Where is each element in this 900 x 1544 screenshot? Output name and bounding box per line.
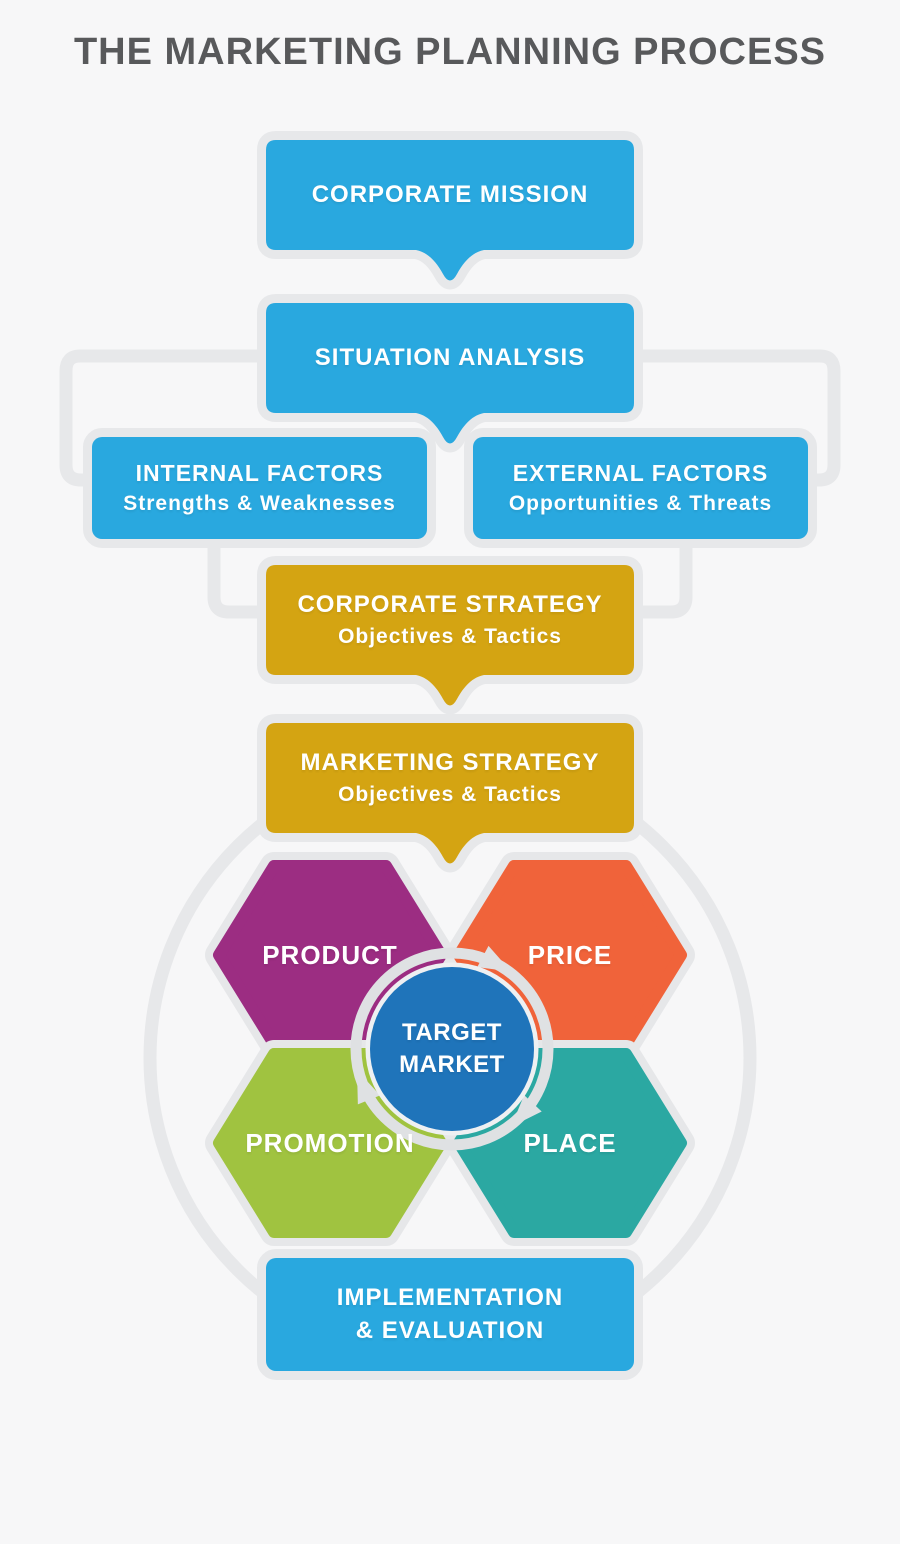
marketing-strategy-subtitle: Objectives & Tactics bbox=[338, 783, 562, 807]
product-label: PRODUCT bbox=[219, 866, 441, 1044]
situation-analysis-text: SITUATION ANALYSIS bbox=[314, 344, 586, 371]
page-title: THE MARKETING PLANNING PROCESS bbox=[73, 30, 827, 73]
target-market-circle-shape bbox=[365, 962, 539, 1136]
implementation-evaluation-box-shape bbox=[257, 1249, 643, 1380]
promotion-text: PROMOTION bbox=[245, 1127, 415, 1158]
connector-external-to-corporate-strategy bbox=[600, 520, 693, 619]
target-market-label: TARGET MARKET bbox=[362, 989, 542, 1109]
internal-factors-subtitle: Strengths & Weaknesses bbox=[123, 492, 396, 516]
corporate-strategy-subtitle: Objectives & Tactics bbox=[338, 625, 562, 649]
implementation-evaluation-label: IMPLEMENTATION & EVALUATION bbox=[266, 1258, 634, 1371]
marketing-strategy-bubble-shape bbox=[257, 714, 643, 873]
place-text: PLACE bbox=[523, 1127, 617, 1158]
corporate-strategy-title: CORPORATE STRATEGY bbox=[297, 590, 603, 618]
internal-factors-box-shape bbox=[83, 428, 436, 548]
external-factors-title: EXTERNAL FACTORS bbox=[512, 459, 769, 486]
cycle-arrow-icon bbox=[477, 945, 512, 972]
place-label: PLACE bbox=[459, 1054, 681, 1232]
corporate-strategy-label: CORPORATE STRATEGY Objectives & Tactics bbox=[266, 565, 634, 675]
internal-factors-label: INTERNAL FACTORS Strengths & Weaknesses bbox=[92, 437, 427, 539]
price-label: PRICE bbox=[459, 866, 681, 1044]
price-text: PRICE bbox=[527, 939, 613, 970]
situation-analysis-label: SITUATION ANALYSIS bbox=[266, 303, 634, 413]
connector-situation-to-internal bbox=[59, 349, 290, 487]
connector-internal-to-corporate-strategy bbox=[207, 520, 300, 619]
internal-factors-title: INTERNAL FACTORS bbox=[135, 459, 384, 486]
external-factors-box-shape bbox=[464, 428, 817, 548]
product-text: PRODUCT bbox=[262, 939, 398, 970]
marketing-strategy-label: MARKETING STRATEGY Objectives & Tactics bbox=[266, 723, 634, 833]
marketing-strategy-title: MARKETING STRATEGY bbox=[300, 748, 600, 776]
implementation-line1: IMPLEMENTATION bbox=[336, 1283, 564, 1311]
implementation-line2: & EVALUATION bbox=[355, 1316, 545, 1344]
target-market-cycle-ring bbox=[350, 947, 554, 1151]
external-factors-subtitle: Opportunities & Threats bbox=[508, 492, 773, 516]
cycle-arrow-icon bbox=[357, 1070, 381, 1105]
external-factors-label: EXTERNAL FACTORS Opportunities & Threats bbox=[473, 437, 808, 539]
corporate-mission-label: CORPORATE MISSION bbox=[266, 140, 634, 250]
target-market-line1: TARGET bbox=[402, 1018, 502, 1046]
corporate-mission-text: CORPORATE MISSION bbox=[311, 181, 589, 208]
corporate-mission-bubble-shape bbox=[257, 131, 643, 290]
corporate-strategy-bubble-shape bbox=[257, 556, 643, 715]
connector-situation-to-external bbox=[610, 349, 841, 487]
cycle-arrow-icon bbox=[511, 1095, 542, 1127]
target-market-line2: MARKET bbox=[399, 1051, 505, 1078]
promotion-label: PROMOTION bbox=[219, 1054, 441, 1232]
situation-analysis-bubble-shape bbox=[257, 294, 643, 453]
